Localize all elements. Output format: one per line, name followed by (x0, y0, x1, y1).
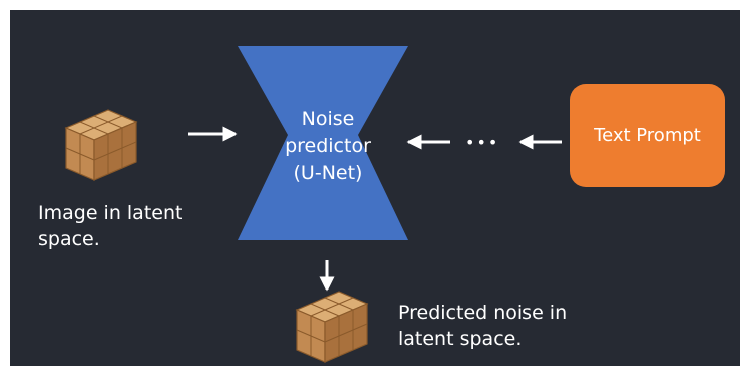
input-label-line1: Image in latent (38, 202, 183, 224)
noise-predictor-label: Noise predictor (U-Net) (258, 106, 398, 187)
output-label-line2: latent space. (398, 328, 522, 350)
diagram-canvas: ••• Image in latent space. Noise predict… (10, 10, 740, 366)
output-latent-cube-icon (296, 291, 368, 363)
output-label: Predicted noise in latent space. (398, 300, 567, 352)
noise-predictor-line2: predictor (285, 135, 371, 157)
text-prompt-box: Text Prompt (570, 84, 725, 187)
diagram-graphics (65, 46, 562, 363)
input-latent-cube-icon (65, 109, 137, 181)
noise-predictor-line1: Noise (301, 108, 355, 130)
input-label-line2: space. (38, 228, 100, 250)
text-prompt-label: Text Prompt (594, 125, 701, 146)
ellipsis-dots: ••• (465, 133, 500, 152)
input-label: Image in latent space. (38, 200, 182, 252)
unet-hourglass-icon (238, 46, 408, 240)
noise-predictor-line3: (U-Net) (293, 162, 363, 184)
output-label-line1: Predicted noise in (398, 302, 568, 324)
